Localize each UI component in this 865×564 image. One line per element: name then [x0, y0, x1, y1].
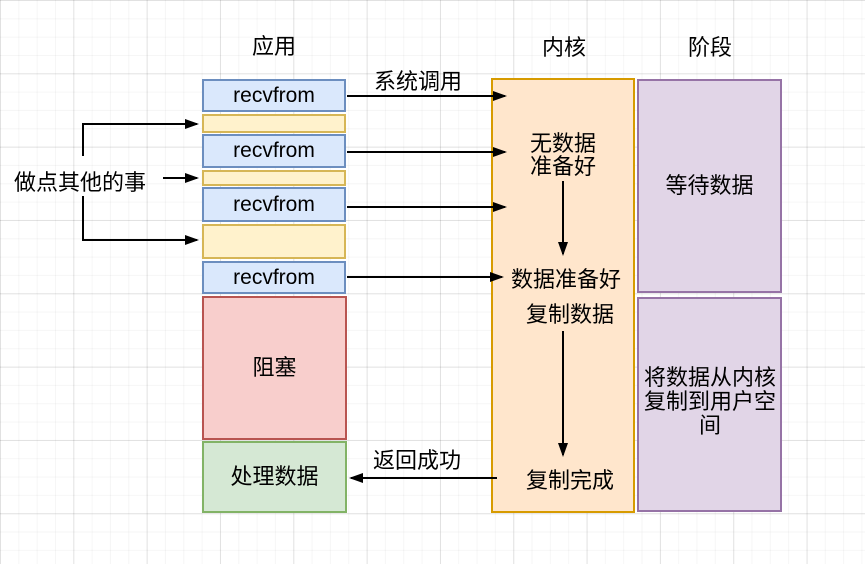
kernel-copy-data-text: 复制数据 [525, 302, 615, 327]
stage-copy-box [637, 297, 782, 512]
header-kernel: 内核 [541, 35, 587, 60]
header-application: 应用 [251, 34, 297, 59]
return-success-arrow-label: 返回成功 [372, 448, 462, 473]
blocking-box: 阻塞 [202, 296, 347, 440]
recvfrom-box-3: recvfrom [202, 187, 346, 222]
stage-wait-data-box: 等待数据 [637, 79, 782, 293]
other-work-box-3 [202, 224, 346, 259]
recvfrom-box-4: recvfrom [202, 261, 346, 294]
kernel-data-ready-text: 数据准备好 [510, 267, 622, 292]
process-data-box: 处理数据 [202, 441, 347, 513]
side-note-arrow-bottom [82, 196, 199, 245]
syscall-arrow-label: 系统调用 [373, 69, 463, 94]
other-work-box-1 [202, 114, 346, 133]
header-stage: 阶段 [687, 35, 733, 60]
recvfrom-box-1: recvfrom [202, 79, 346, 112]
kernel-copy-done-text: 复制完成 [525, 468, 615, 493]
side-note-do-other-things: 做点其他的事 [14, 170, 147, 195]
other-work-box-2 [202, 170, 346, 186]
stage-copy-text: 将数据从内核复制到用户空间 [643, 365, 776, 438]
side-note-arrow-top [82, 119, 199, 156]
kernel-no-data-ready-text: 无数据 准备好 [529, 131, 597, 179]
recvfrom-box-2: recvfrom [202, 134, 346, 168]
